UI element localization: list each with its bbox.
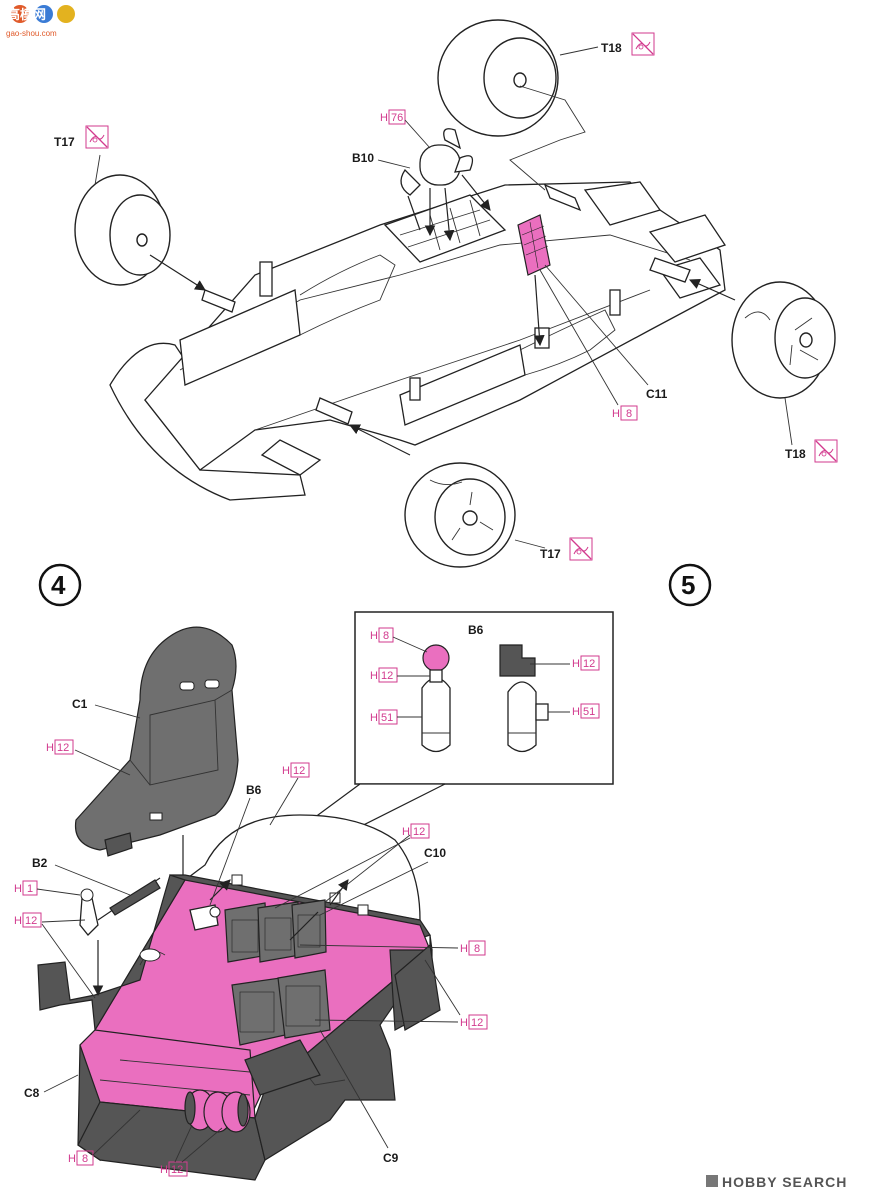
svg-text:H: H bbox=[572, 706, 580, 718]
label-c10: C10 bbox=[424, 846, 446, 860]
watermark-logo-sub: gao-shou.com bbox=[6, 29, 57, 38]
svg-text:8: 8 bbox=[474, 943, 480, 955]
svg-text:H: H bbox=[370, 670, 378, 682]
label-h12-left: H 12 bbox=[14, 912, 96, 999]
label-t18-right: T18 bbox=[785, 447, 806, 461]
svg-text:H: H bbox=[380, 112, 388, 124]
svg-text:H: H bbox=[160, 1164, 168, 1176]
tire-t17-top bbox=[74, 174, 236, 313]
watermark-bottom-text: HOBBY SEARCH bbox=[722, 1174, 847, 1190]
tire-t17-bottom bbox=[315, 397, 516, 568]
chassis-assembly bbox=[109, 181, 727, 501]
svg-text:4: 4 bbox=[51, 570, 66, 600]
no-paint-icon bbox=[569, 537, 593, 561]
label-h8-right: H 8 bbox=[299, 940, 486, 956]
label-t17-bottom: T17 bbox=[540, 547, 561, 561]
tire-t18-top bbox=[437, 19, 586, 212]
tire-t18-right bbox=[649, 257, 836, 399]
label-h12-bottom: H 12 bbox=[160, 1124, 223, 1177]
label-b2: B2 bbox=[32, 856, 48, 870]
label-h12-right: H 12 bbox=[314, 959, 488, 1030]
svg-text:H: H bbox=[572, 658, 580, 670]
svg-text:8: 8 bbox=[82, 1153, 88, 1165]
svg-text:H: H bbox=[14, 915, 22, 927]
svg-text:H: H bbox=[402, 826, 410, 838]
svg-text:H: H bbox=[460, 943, 468, 955]
svg-text:12: 12 bbox=[25, 915, 37, 927]
b2-part bbox=[79, 877, 166, 997]
svg-text:H: H bbox=[370, 630, 378, 642]
label-b10: B10 bbox=[352, 151, 374, 165]
b10-part bbox=[400, 128, 491, 242]
svg-text:51: 51 bbox=[381, 712, 393, 724]
watermark-logo: 高模网 gao-shou.com bbox=[6, 5, 75, 38]
label-c9: C9 bbox=[383, 1151, 399, 1165]
label-t18-top: T18 bbox=[601, 41, 622, 55]
svg-text:12: 12 bbox=[583, 658, 595, 670]
label-c1: C1 bbox=[72, 697, 88, 711]
svg-text:12: 12 bbox=[471, 1017, 483, 1029]
floor-bottles bbox=[184, 1089, 251, 1133]
label-h12-c10: H 12 bbox=[274, 823, 430, 909]
inset-h12a: H 12 bbox=[370, 667, 430, 683]
c10-boxes bbox=[224, 879, 349, 963]
svg-text:H: H bbox=[370, 712, 378, 724]
svg-text:8: 8 bbox=[626, 408, 632, 420]
svg-text:H: H bbox=[46, 742, 54, 754]
svg-text:H: H bbox=[460, 1017, 468, 1029]
svg-text:H: H bbox=[14, 883, 22, 895]
svg-text:51: 51 bbox=[583, 706, 595, 718]
label-h12-top: H 12 bbox=[269, 762, 310, 826]
watermark-bottom: HOBBY SEARCH bbox=[706, 1174, 847, 1190]
watermark-logo-text: 高模网 bbox=[7, 7, 46, 22]
svg-text:H: H bbox=[612, 408, 620, 420]
svg-text:H: H bbox=[68, 1153, 76, 1165]
label-h8-mid: H 8 bbox=[612, 405, 638, 421]
label-t17-top: T17 bbox=[54, 135, 75, 149]
inset-b6: B6 H 8 H 12 H 51 H bbox=[354, 611, 614, 785]
step-number-5: 5 bbox=[668, 563, 712, 607]
step-number-4: 4 bbox=[38, 563, 82, 607]
label-h12-seat: H 12 bbox=[46, 739, 131, 776]
inset-h51a: H 51 bbox=[370, 709, 422, 725]
svg-text:76: 76 bbox=[391, 112, 403, 124]
svg-text:12: 12 bbox=[293, 765, 305, 777]
label-c11: C11 bbox=[646, 387, 668, 401]
label-b6: B6 bbox=[246, 783, 262, 797]
no-paint-icon bbox=[631, 32, 655, 56]
inset-h12b: H 12 bbox=[530, 655, 600, 671]
c11-part bbox=[517, 214, 649, 406]
svg-text:12: 12 bbox=[171, 1164, 183, 1176]
label-h8-bottom: H 8 bbox=[68, 1109, 141, 1166]
svg-text:1: 1 bbox=[27, 883, 33, 895]
svg-text:12: 12 bbox=[57, 742, 69, 754]
svg-text:5: 5 bbox=[681, 570, 695, 600]
label-h76: H 76 bbox=[380, 109, 431, 149]
svg-text:12: 12 bbox=[413, 826, 425, 838]
c9-boxes bbox=[231, 969, 331, 1046]
no-paint-icon bbox=[814, 439, 838, 463]
no-paint-icon bbox=[85, 125, 109, 149]
cockpit-tub bbox=[37, 814, 441, 1181]
inset-title: B6 bbox=[468, 623, 484, 637]
svg-text:8: 8 bbox=[383, 630, 389, 642]
svg-text:H: H bbox=[282, 765, 290, 777]
inset-h8: H 8 bbox=[370, 627, 428, 653]
svg-text:12: 12 bbox=[381, 670, 393, 682]
label-c8: C8 bbox=[24, 1086, 40, 1100]
inset-h51b: H 51 bbox=[548, 703, 600, 719]
label-h1: H 1 bbox=[14, 880, 81, 896]
